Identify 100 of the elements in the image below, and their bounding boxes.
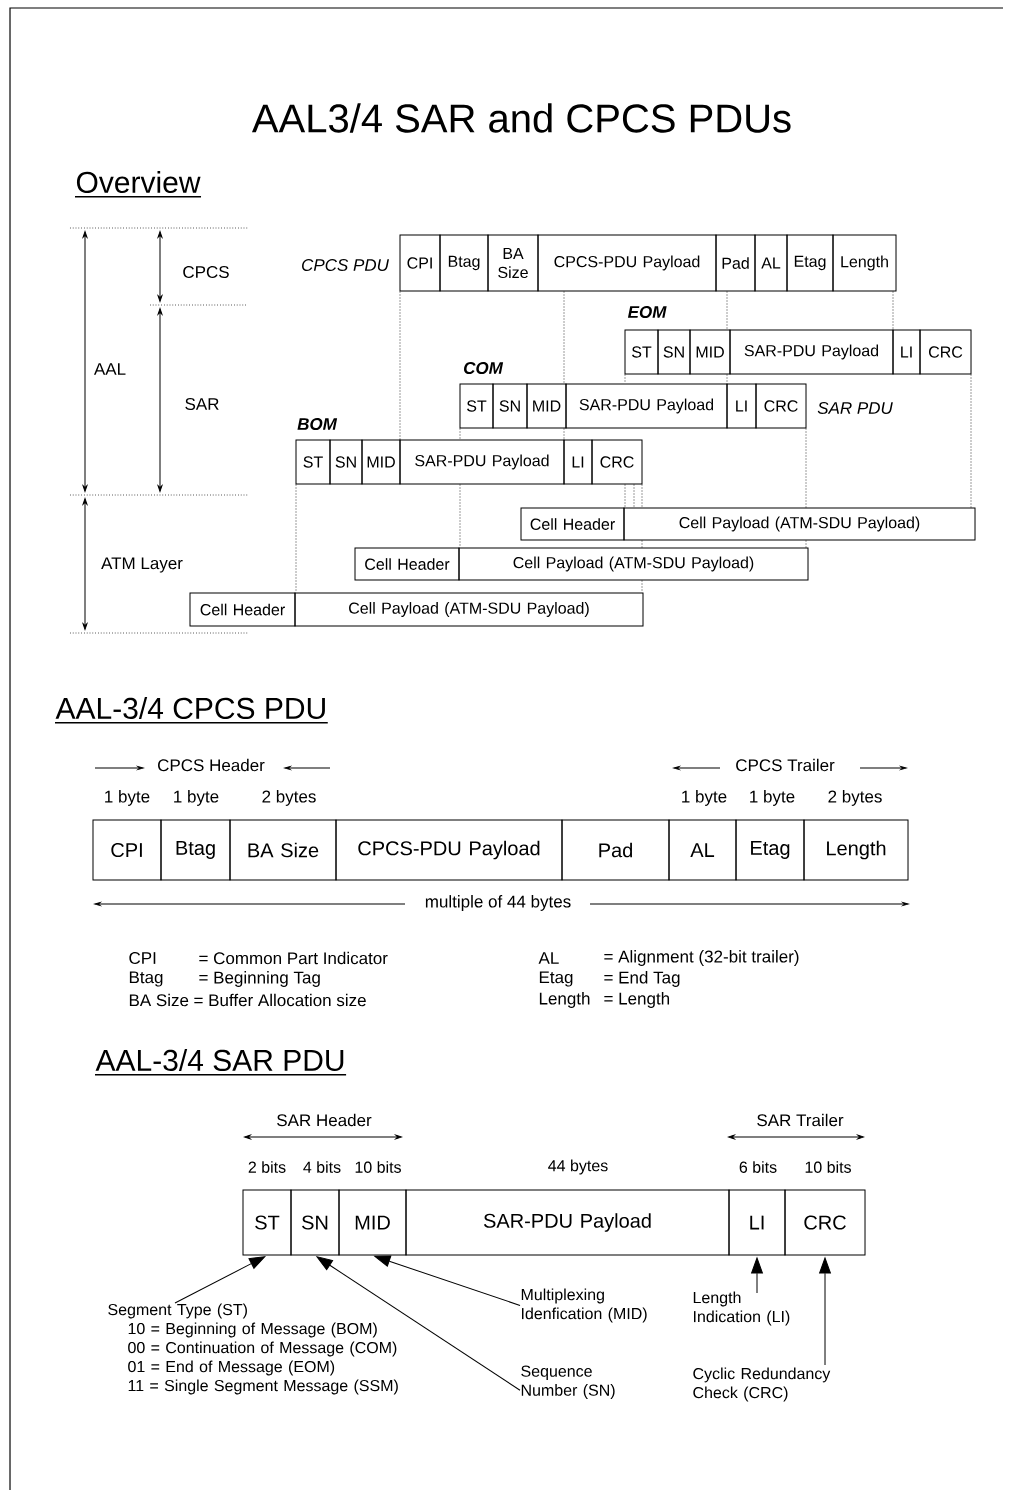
size-label: 10 bits xyxy=(805,1161,851,1173)
projection-line xyxy=(805,540,807,548)
arrow xyxy=(819,1257,831,1366)
field-cell: MID xyxy=(338,1189,407,1256)
segment-label: BOM xyxy=(297,418,338,431)
field-cell: CRC xyxy=(919,329,972,375)
field-cell: BA Size xyxy=(487,234,539,292)
field-cell: SN xyxy=(290,1189,340,1256)
legend-text: Segment Type (ST) 10 = Beginning of Message (BOM) 00 = Continuation of Message (COM) 01 = End of Message (EOM) 11 = Single Segment Message (SSM) xyxy=(108,1303,398,1395)
field-cell: CRC xyxy=(784,1189,866,1256)
field-cell: SN xyxy=(329,439,363,485)
projection-line xyxy=(459,428,461,440)
field-cell: MID xyxy=(689,329,731,375)
section-heading: AAL-3/4 SAR PDU xyxy=(94,1049,347,1076)
callout-text: Multiplexing Idenfication (MID) xyxy=(521,1288,647,1323)
size-label: 44 bytes xyxy=(548,1159,608,1175)
field-cell: Cell Payload (ATM-SDU Payload) xyxy=(294,592,644,627)
definition: = Alignment (32-bit trailer) xyxy=(604,950,799,966)
definition: = Beginning Tag xyxy=(199,971,320,987)
projection-line xyxy=(633,484,635,508)
field-cell: SAR-PDU Payload xyxy=(399,439,565,485)
segment-label: COM xyxy=(464,362,504,375)
field-cell: AL xyxy=(754,234,788,292)
field-group-label: CPCS Trailer xyxy=(736,758,835,772)
projection-line xyxy=(892,291,894,330)
field-cell: LI xyxy=(726,383,757,429)
callout-text: Cyclic Redundancy Check (CRC) xyxy=(693,1367,831,1402)
field-cell: Pad xyxy=(715,234,756,292)
field-cell: SN xyxy=(657,329,691,375)
size-label: 2 bits xyxy=(248,1161,286,1173)
definition: = End Tag xyxy=(604,971,680,987)
field-cell: CRC xyxy=(755,383,807,429)
field-cell: Etag xyxy=(735,819,805,881)
field-cell: Cell Payload (ATM-SDU Payload) xyxy=(623,507,976,541)
field-cell: MID xyxy=(526,383,567,429)
field-group-label: SAR Trailer xyxy=(757,1113,844,1127)
projection-line xyxy=(641,484,643,508)
field-cell: ST xyxy=(624,329,659,375)
definition: = Common Part Indicator xyxy=(199,951,388,965)
field-cell: Btag xyxy=(439,234,489,292)
projection-line xyxy=(641,580,643,593)
arrow xyxy=(374,1255,521,1306)
field-cell: CPI xyxy=(92,819,162,881)
projection-line xyxy=(624,374,626,384)
field-cell: Pad xyxy=(561,819,670,881)
size-label: 1 byte xyxy=(174,790,219,806)
field-cell: AL xyxy=(668,819,737,881)
size-label: 10 bits xyxy=(355,1161,401,1173)
field-cell: CPI xyxy=(399,234,441,292)
field-cell: CRC xyxy=(591,439,643,485)
row-label: SAR PDU xyxy=(817,402,893,415)
projection-line xyxy=(805,428,807,508)
layer-label: AAL xyxy=(93,363,126,375)
field-cell: LI xyxy=(728,1189,786,1256)
projection-line xyxy=(563,428,565,440)
field-cell: LI xyxy=(892,329,921,375)
size-label: 2 bytes xyxy=(828,790,882,806)
field-cell: ST xyxy=(295,439,331,485)
arrow xyxy=(174,1256,266,1304)
field-cell: Cell Header xyxy=(354,547,460,581)
definition: = Buffer Allocation size xyxy=(194,993,366,1007)
field-cell: BA Size xyxy=(229,819,337,881)
projection-line xyxy=(624,484,626,508)
abbreviation: AL xyxy=(538,952,559,964)
size-label: 1 byte xyxy=(750,790,795,806)
field-cell: SAR-PDU Payload xyxy=(565,383,728,429)
segment-label: EOM xyxy=(627,306,667,319)
field-cell: SN xyxy=(492,383,528,429)
field-cell: Cell Header xyxy=(189,592,296,627)
layer-label: ATM Layer xyxy=(101,557,183,573)
field-cell: Btag xyxy=(160,819,231,881)
size-label: 2 bytes xyxy=(262,790,316,806)
field-cell: SAR-PDU Payload xyxy=(729,329,894,375)
size-label: 4 bits xyxy=(303,1161,341,1173)
field-cell: SAR-PDU Payload xyxy=(405,1189,730,1256)
field-group-label: CPCS Header xyxy=(158,758,265,772)
field-cell: Length xyxy=(832,234,897,292)
arrow xyxy=(751,1257,763,1294)
field-cell: CPCS-PDU Payload xyxy=(335,819,563,881)
abbreviation: Length xyxy=(539,992,590,1008)
section-heading: AAL-3/4 CPCS PDU xyxy=(54,697,329,724)
projection-line xyxy=(726,374,728,384)
field-cell: MID xyxy=(361,439,401,485)
field-cell: Length xyxy=(803,819,909,881)
projection-line xyxy=(641,540,643,548)
projection-line xyxy=(970,374,972,508)
field-cell: Cell Payload (ATM-SDU Payload) xyxy=(458,547,809,581)
size-label: 1 byte xyxy=(105,790,150,806)
field-cell: ST xyxy=(242,1189,292,1256)
projection-line xyxy=(726,291,728,330)
layer-label: CPCS xyxy=(183,266,229,279)
callout-text: Sequence Number (SN) xyxy=(521,1365,615,1399)
field-group-label: SAR Header xyxy=(277,1113,372,1127)
section-heading: Overview xyxy=(74,171,202,198)
dimension-label: multiple of 44 bytes xyxy=(425,895,571,911)
projection-line xyxy=(295,484,297,593)
abbreviation: CPI xyxy=(129,952,156,965)
callout-text: Length Indication (LI) xyxy=(693,1291,790,1326)
field-cell: CPCS-PDU Payload xyxy=(537,234,717,292)
abbreviation: Btag xyxy=(129,971,163,987)
